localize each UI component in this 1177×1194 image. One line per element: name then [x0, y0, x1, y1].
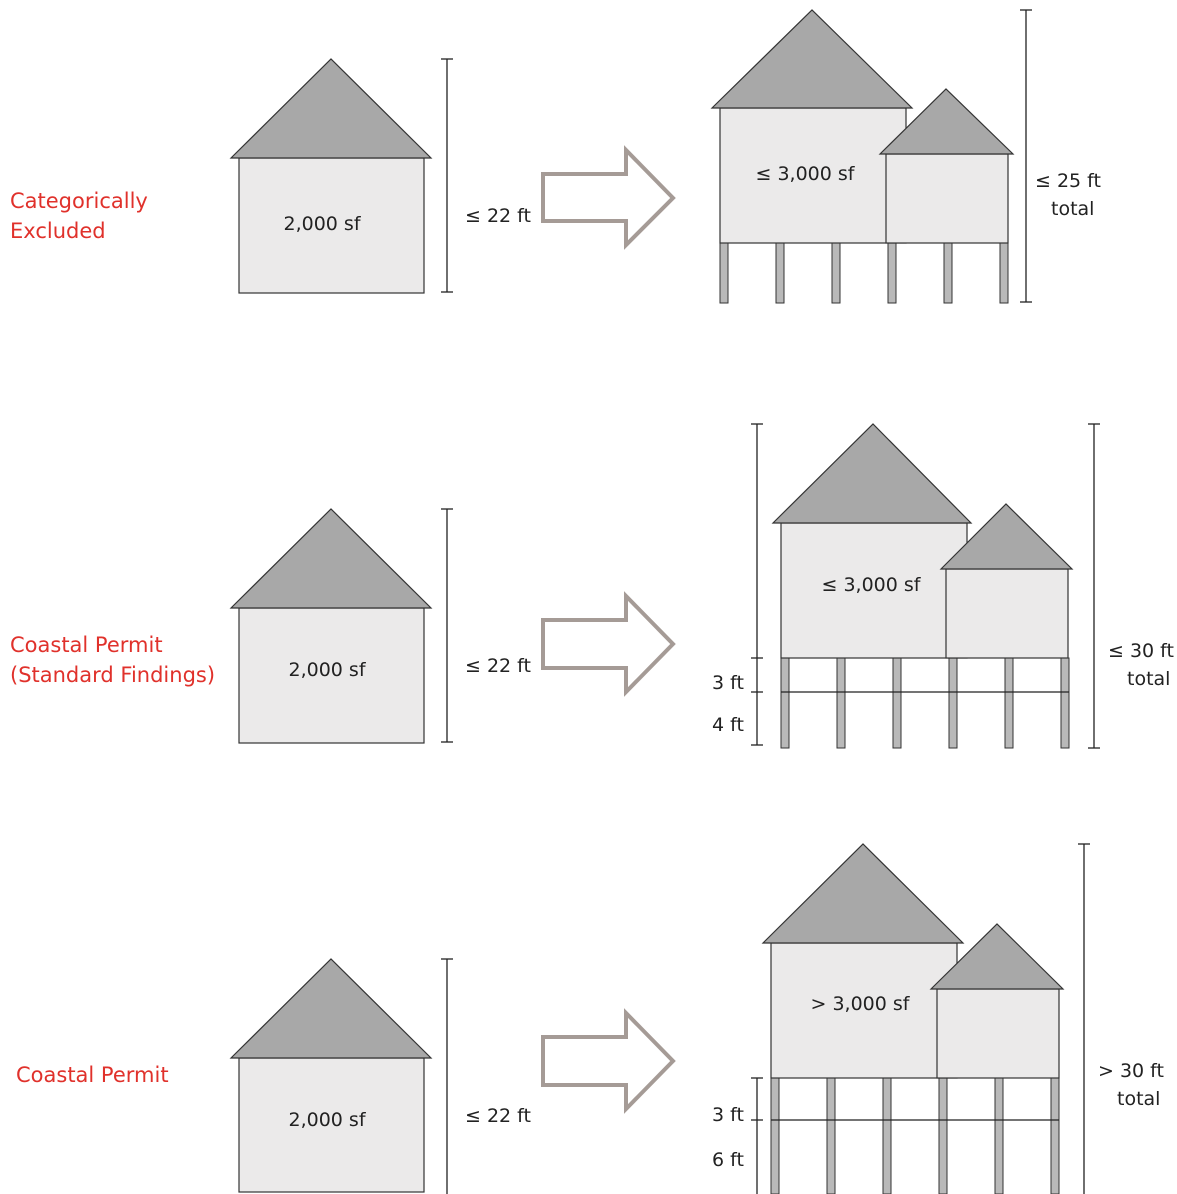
rebuilt-house: > 3,000 sf — [761, 843, 1065, 1194]
rebuilt-area-label: ≤ 3,000 sf — [822, 574, 922, 596]
rebuilt-height-label: ≤ 25 ft — [1035, 170, 1101, 192]
clearance-lower-label: 4 ft — [712, 714, 744, 736]
existing-area-label: 2,000 sf — [288, 659, 366, 681]
rebuilt-area-label: ≤ 3,000 sf — [756, 163, 856, 185]
rebuilt-height-label: > 30 ft — [1098, 1060, 1164, 1082]
existing-height-dimension: ≤ 22 ft — [441, 58, 531, 293]
transition-arrow — [541, 591, 676, 697]
existing-height-label: ≤ 22 ft — [465, 205, 531, 227]
wing-wall — [885, 153, 1009, 244]
rebuilt-area-label: > 3,000 sf — [811, 993, 911, 1015]
existing-house: 2,000 sf — [229, 58, 433, 294]
main-wall — [780, 522, 968, 659]
house-roof — [229, 958, 433, 1059]
rebuilt-height-total: total — [1127, 668, 1170, 690]
category-label-line1: Categorically — [10, 189, 148, 213]
rebuilt-height-dimension: ≤ 25 ft total — [1020, 9, 1101, 303]
wing-roof — [929, 923, 1065, 990]
main-roof — [771, 423, 973, 524]
category-label-line1: Coastal Permit — [16, 1063, 169, 1087]
existing-height-dimension: ≤ 22 ft — [441, 958, 531, 1194]
category-label-line1: Coastal Permit — [10, 633, 163, 657]
rebuilt-height-dimension: ≤ 30 ft total — [1088, 423, 1174, 749]
rebuilt-height-dimension: > 30 ft total — [1078, 843, 1164, 1194]
main-wall — [770, 942, 958, 1079]
clearance-upper-label: 3 ft — [712, 672, 744, 694]
existing-area-label: 2,000 sf — [288, 1109, 366, 1131]
wing-wall — [936, 988, 1060, 1079]
existing-area-label: 2,000 sf — [283, 213, 361, 235]
transition-arrow — [541, 145, 676, 250]
house-wall — [238, 1057, 425, 1193]
main-roof — [710, 9, 914, 109]
clearance-dimension: 3 ft 6 ft — [712, 1077, 763, 1194]
category-label-line2: Excluded — [10, 219, 106, 243]
rebuilt-height-label: ≤ 30 ft — [1108, 640, 1174, 662]
wing-roof — [878, 88, 1015, 155]
existing-height-label: ≤ 22 ft — [465, 655, 531, 677]
clearance-upper-label: 3 ft — [712, 1104, 744, 1126]
category-label-excluded: Categorically Excluded — [10, 186, 148, 246]
row-coastal-permit: 2,000 sf ≤ 22 ft > 3,000 sf — [229, 843, 1164, 1194]
category-label-standard-findings: Coastal Permit (Standard Findings) — [10, 630, 215, 690]
row-categorically-excluded: 2,000 sf ≤ 22 ft ≤ 3,000 sf — [229, 9, 1101, 304]
main-roof — [761, 843, 965, 944]
transition-arrow — [541, 1008, 676, 1114]
row-coastal-permit-standard: 2,000 sf ≤ 22 ft ≤ 3,000 sf — [229, 423, 1174, 749]
clearance-lower-label: 6 ft — [712, 1149, 744, 1171]
rebuilt-house: ≤ 3,000 sf — [771, 423, 1074, 749]
wing-wall — [945, 568, 1069, 659]
existing-height-dimension: ≤ 22 ft — [441, 508, 531, 743]
rebuilt-house: ≤ 3,000 sf — [710, 9, 1015, 304]
house-wall — [238, 157, 425, 294]
existing-house: 2,000 sf — [229, 508, 433, 744]
existing-house: 2,000 sf — [229, 958, 433, 1193]
existing-height-label: ≤ 22 ft — [465, 1105, 531, 1127]
clearance-dimension: 3 ft 4 ft — [712, 423, 763, 746]
rebuilt-height-total: total — [1051, 198, 1094, 220]
house-roof — [229, 508, 433, 609]
house-wall — [238, 607, 425, 744]
house-roof — [229, 58, 433, 159]
category-label-coastal-permit: Coastal Permit — [16, 1060, 169, 1090]
category-label-line2: (Standard Findings) — [10, 663, 216, 687]
pilings — [719, 242, 1009, 304]
pilings — [770, 1077, 1060, 1194]
rebuilt-height-total: total — [1117, 1088, 1160, 1110]
wing-roof — [939, 503, 1074, 570]
pilings — [780, 657, 1070, 749]
